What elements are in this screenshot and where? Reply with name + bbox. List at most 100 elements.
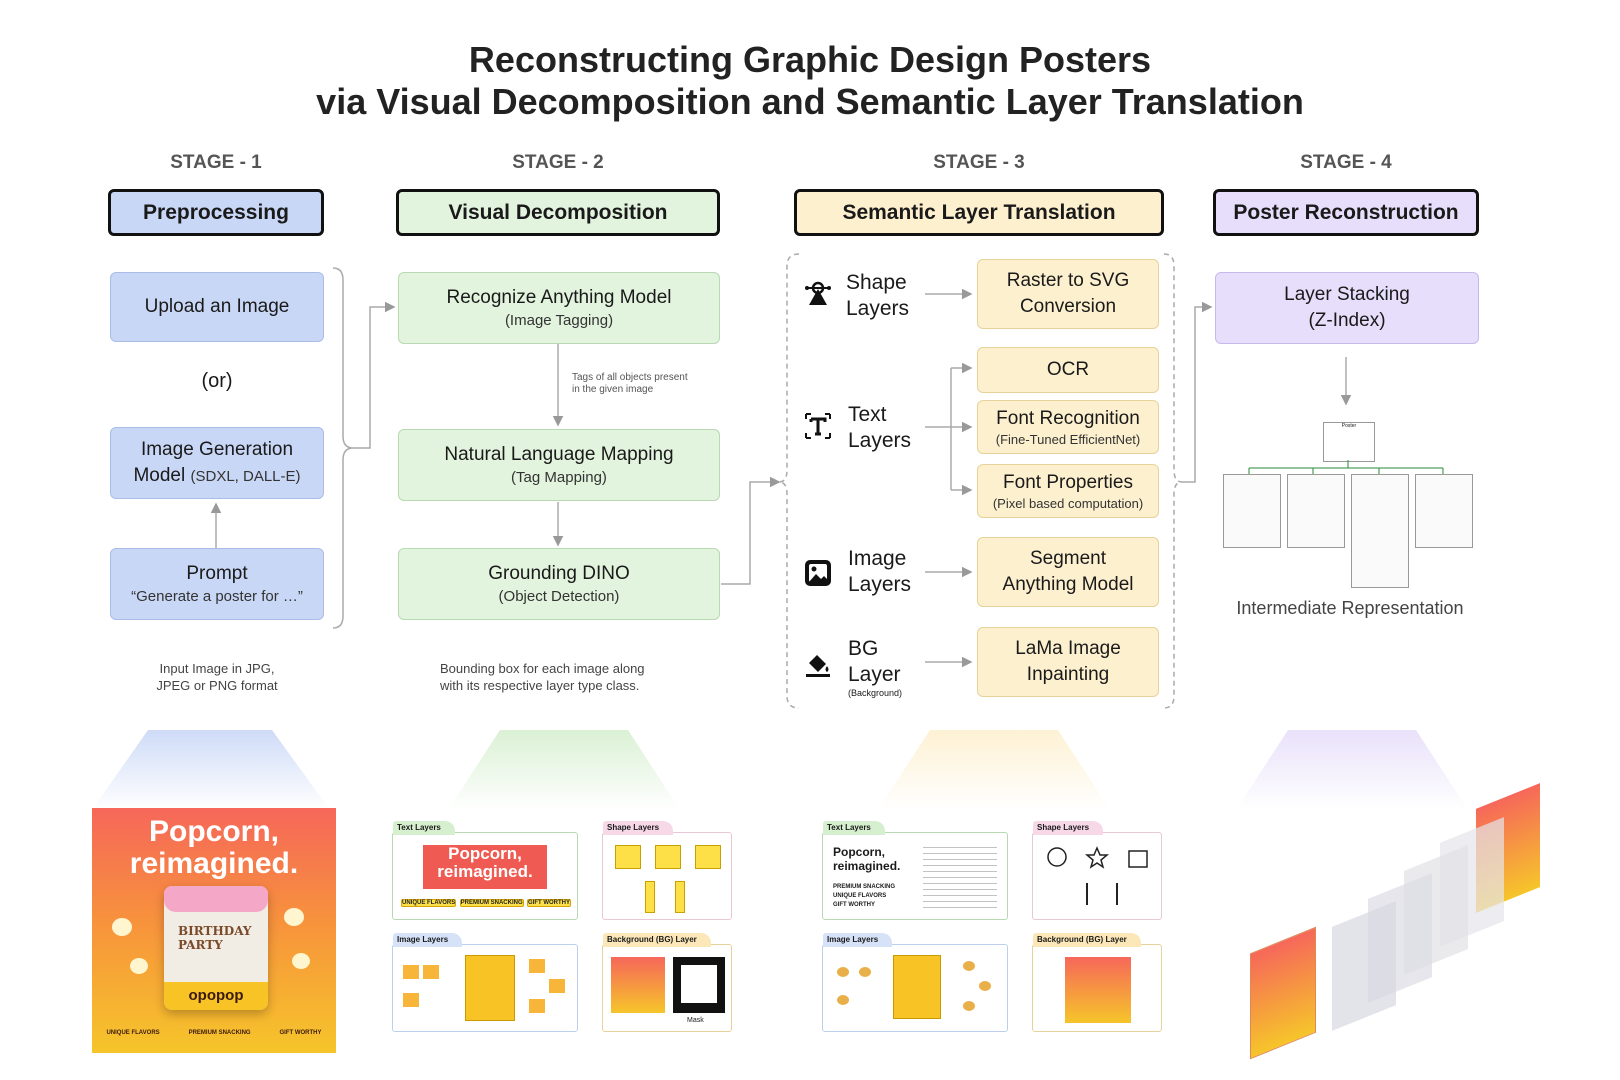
layer-stacking-line1: Layer Stacking — [1284, 284, 1410, 305]
image-layer-piece — [963, 961, 975, 971]
shape-layers-label: Shape Layers — [846, 270, 909, 322]
tags-note-line2: in the given image — [572, 384, 654, 395]
font-metadata-lines — [923, 847, 997, 909]
poster-footer: UNIQUE FLAVORS PREMIUM SNACKING GIFT WOR… — [92, 1030, 336, 1036]
folder-tab-image-layers: Image Layers — [393, 933, 463, 947]
lama-line2: Inpainting — [1026, 664, 1110, 685]
stage-2-note: Bounding box for each image along with i… — [440, 660, 720, 694]
popcorn-bag: BIRTHDAY PARTY opopop — [164, 886, 268, 1010]
image-layers-icon — [802, 557, 834, 589]
text-preview-item: PREMIUM SNACKING — [833, 884, 896, 890]
stage-4-label: STAGE - 4 — [1300, 152, 1392, 173]
text-layer-preview-line1: Popcorn, — [448, 844, 522, 863]
folder-tab-shape-layers-translated: Shape Layers — [1033, 821, 1104, 835]
or-label: (or) — [201, 370, 233, 392]
stage-2-note-line2: with its respective layer type class. — [440, 678, 640, 693]
image-layer-piece — [837, 967, 849, 977]
text-chip: UNIQUE FLAVORS — [401, 899, 457, 907]
text-preview-item: GIFT WORTHY — [833, 902, 875, 908]
text-layers-label: Text Layers — [848, 402, 911, 454]
ram-title: Recognize Anything Model — [446, 287, 672, 308]
image-layers-line2: Layers — [848, 573, 912, 596]
stage-2-label: STAGE - 2 — [512, 152, 604, 173]
diagram-title-line2: via Visual Decomposition and Semantic La… — [316, 81, 1304, 122]
text-layer-preview: Popcorn, reimagined. — [423, 845, 547, 889]
stage-1-note-line1: Input Image in JPG, — [159, 661, 275, 676]
ocr-box: OCR — [977, 347, 1159, 393]
folder-tab-background-layer: Background (BG) Layer — [603, 933, 711, 947]
image-generation-line1: Image Generation — [140, 439, 294, 460]
text-preview-heading-line2: reimagined. — [833, 859, 901, 873]
lama-line1: LaMa Image — [1015, 638, 1121, 659]
text-layers-line2: Layers — [848, 429, 912, 452]
grounding-dino-box: Grounding DINO (Object Detection) — [398, 548, 720, 620]
image-generation-models: (SDXL, DALL-E) — [190, 468, 301, 485]
popcorn-piece — [284, 908, 304, 926]
folder-text-layers-translated: Text Layers Popcorn, reimagined. PREMIUM… — [822, 821, 1008, 920]
font-recognition-sub: (Fine-Tuned EfficientNet) — [995, 432, 1141, 447]
shape-layers-line1: Shape — [846, 271, 907, 294]
nlm-box: Natural Language Mapping (Tag Mapping) — [398, 429, 720, 501]
folder-text-layers: Text Layers Popcorn, reimagined. UNIQUE … — [392, 821, 578, 920]
image-layer-piece — [403, 993, 419, 1007]
text-preview-heading: Popcorn, reimagined. — [833, 845, 900, 873]
text-layer-chips: UNIQUE FLAVORS PREMIUM SNACKING GIFT WOR… — [401, 899, 571, 907]
image-layer-piece — [529, 959, 545, 973]
prompt-sub: “Generate a poster for …” — [131, 588, 303, 605]
popcorn-piece — [292, 953, 310, 969]
grounding-dino-sub: (Object Detection) — [498, 588, 620, 605]
bag-label: BIRTHDAY PARTY — [178, 924, 251, 952]
bag-drip — [164, 886, 268, 912]
bag-label-line2: PARTY — [178, 938, 223, 952]
shape-chip — [615, 845, 641, 869]
bag-brand: opopop — [164, 982, 268, 1010]
intermediate-representation-tree: Poster — [1221, 422, 1473, 590]
text-layer-preview-line2: reimagined. — [437, 862, 533, 881]
folder-tab-image-layers-translated: Image Layers — [823, 933, 893, 947]
tree-root-label: Poster — [1341, 423, 1357, 429]
upload-image-label: Upload an Image — [144, 296, 290, 317]
image-layer-piece — [963, 1001, 975, 1011]
image-layer-piece — [979, 981, 991, 991]
tags-note: Tags of all objects present in the given… — [572, 372, 732, 396]
bg-layer-preview — [611, 957, 665, 1013]
text-chip: PREMIUM SNACKING — [459, 899, 524, 907]
poster-footer-item: PREMIUM SNACKING — [188, 1030, 251, 1036]
paint-bucket-icon — [802, 648, 834, 680]
poster-title: Popcorn, reimagined. — [92, 816, 336, 880]
nlm-sub: (Tag Mapping) — [511, 469, 607, 486]
inpainted-bg-preview — [1065, 957, 1131, 1023]
poster-image: Popcorn, reimagined. BIRTHDAY PARTY opop… — [92, 808, 336, 1053]
raster-to-svg-box: Raster to SVG Conversion — [977, 259, 1159, 329]
prompt-title: Prompt — [186, 563, 248, 584]
tree-node-shape — [1223, 474, 1281, 548]
image-layer-piece — [859, 967, 871, 977]
intermediate-representation-label: Intermediate Representation — [1236, 598, 1464, 618]
raster-to-svg-line1: Raster to SVG — [1006, 270, 1130, 291]
stacked-layers-illustration — [1250, 783, 1550, 1070]
raster-to-svg-line2: Conversion — [1019, 296, 1117, 317]
popcorn-piece — [130, 958, 148, 974]
folder-tab-text-layers-translated: Text Layers — [823, 821, 885, 835]
text-chip: GIFT WORTHY — [527, 899, 571, 907]
poster-title-line2: reimagined. — [129, 847, 299, 880]
image-layer-piece — [529, 999, 545, 1013]
font-properties-sub: (Pixel based computation) — [992, 496, 1144, 511]
bag-label-line1: BIRTHDAY — [178, 924, 252, 938]
folder-image-layers-translated: Image Layers — [822, 933, 1008, 1032]
image-layer-piece — [403, 965, 419, 979]
tree-node-image — [1287, 474, 1345, 548]
bg-layer-line2: Layer — [848, 663, 901, 686]
stage-3-label: STAGE - 3 — [933, 152, 1025, 173]
stage-4-header: Poster Reconstruction — [1213, 189, 1479, 236]
sam-line2: Anything Model — [1002, 574, 1134, 595]
tags-note-line1: Tags of all objects present — [572, 372, 688, 383]
stack-layer-final-poster — [1250, 926, 1316, 1060]
upload-image-box: Upload an Image — [110, 272, 324, 342]
sam-line1: Segment — [1029, 548, 1107, 569]
font-properties-title: Font Properties — [1003, 472, 1133, 493]
folder-image-layers: Image Layers — [392, 933, 578, 1032]
font-recognition-box: Font Recognition (Fine-Tuned EfficientNe… — [977, 400, 1159, 454]
stage-2-header: Visual Decomposition — [396, 189, 720, 236]
